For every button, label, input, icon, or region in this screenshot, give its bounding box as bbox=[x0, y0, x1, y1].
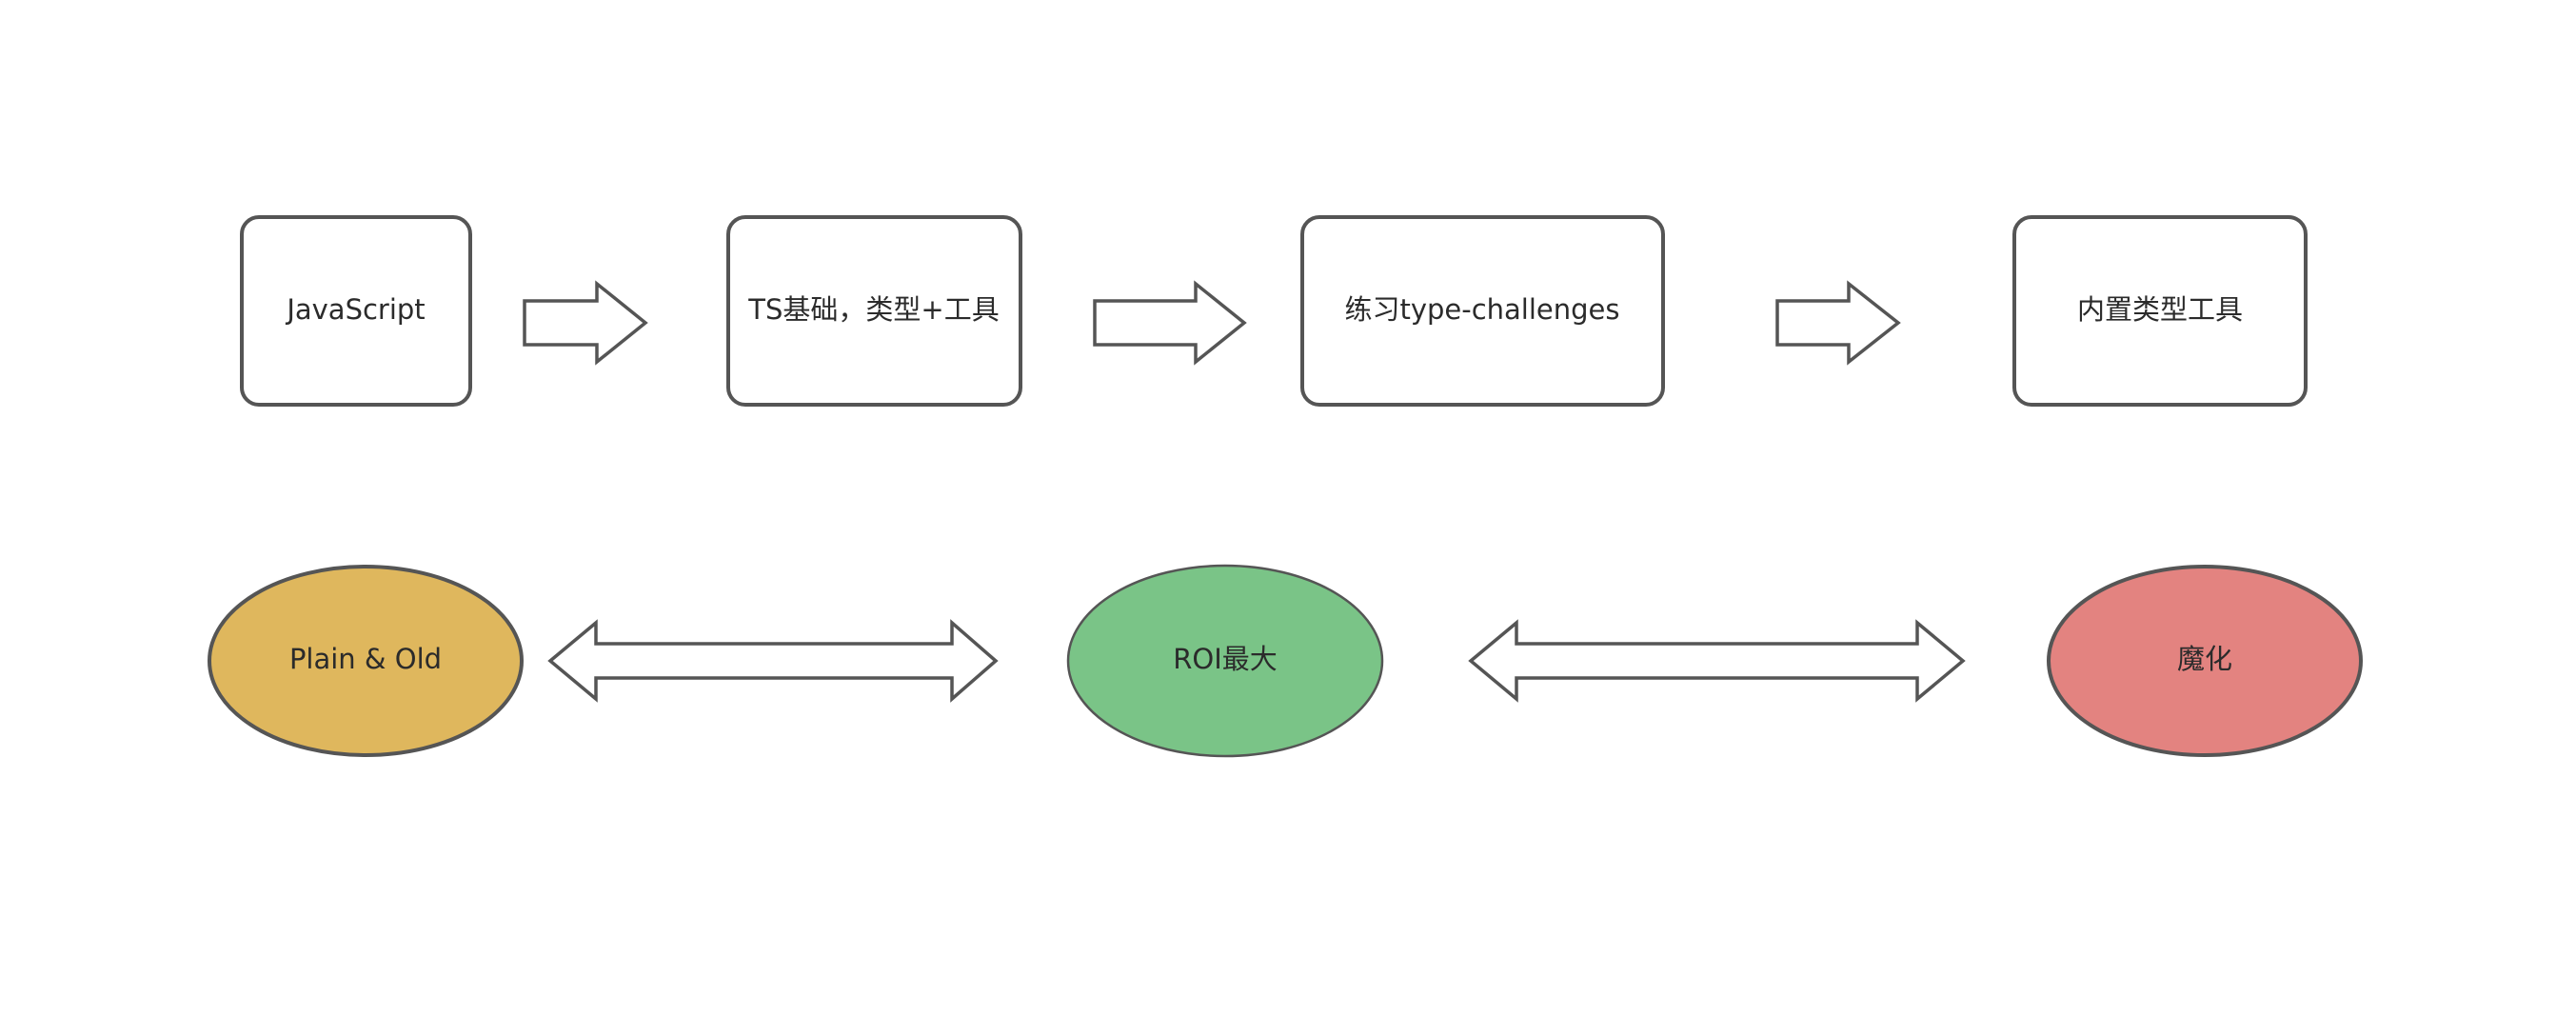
step-label: 练习type-challenges bbox=[1344, 293, 1619, 326]
right-arrow-icon bbox=[1775, 280, 1901, 366]
learning-path: JavaScript TS基础，类型+工具 练习type-challenges … bbox=[240, 215, 2308, 407]
oval-label: Plain & Old bbox=[289, 643, 442, 675]
right-arrow-icon bbox=[1093, 280, 1247, 366]
oval-label: 魔化 bbox=[2177, 643, 2232, 675]
step-box-type-challenges: 练习type-challenges bbox=[1300, 215, 1665, 407]
step-label: TS基础，类型+工具 bbox=[747, 293, 999, 326]
step-label: JavaScript bbox=[285, 293, 425, 326]
step-label: 内置类型工具 bbox=[2077, 293, 2243, 326]
spectrum: Plain & Old ROI最大 魔化 bbox=[208, 564, 2363, 758]
oval-roi-max: ROI最大 bbox=[1066, 564, 1384, 758]
double-headed-arrow-icon bbox=[547, 619, 999, 703]
double-headed-arrow-icon bbox=[1468, 619, 1966, 703]
step-box-ts-basics: TS基础，类型+工具 bbox=[726, 215, 1022, 407]
oval-plain-old: Plain & Old bbox=[208, 565, 524, 757]
step-box-javascript: JavaScript bbox=[240, 215, 472, 407]
oval-label: ROI最大 bbox=[1173, 643, 1278, 675]
oval-magic: 魔化 bbox=[2047, 565, 2363, 757]
right-arrow-icon bbox=[523, 280, 648, 366]
step-box-builtin-types: 内置类型工具 bbox=[2012, 215, 2308, 407]
